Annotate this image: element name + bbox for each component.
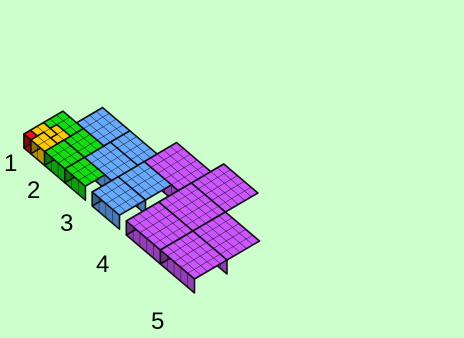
square-3c-gridline xyxy=(77,139,98,152)
square-5e-gridline xyxy=(212,219,247,249)
square-5f-gridline xyxy=(204,175,238,195)
square-5b-gridline xyxy=(165,188,199,209)
square-5a-gridline xyxy=(139,213,173,233)
square-5d-gridline xyxy=(173,242,207,262)
square-3b-gridline xyxy=(56,114,78,133)
square-5e-gridline xyxy=(199,226,234,257)
square-4c-gridline xyxy=(105,184,133,208)
square-4a-gridline xyxy=(97,149,125,174)
square-2a xyxy=(29,131,59,167)
square-1 xyxy=(23,129,39,155)
label-4: 4 xyxy=(96,251,109,278)
square-5e-gridline xyxy=(213,229,246,249)
square-5d-gridline xyxy=(187,253,221,274)
square-5c-gridline xyxy=(170,146,205,176)
square-5f-gridline xyxy=(197,178,233,209)
square-4e-gridline xyxy=(131,168,159,193)
square-5a-gridline xyxy=(139,213,174,243)
square-4a-gridline xyxy=(103,145,132,170)
square-5c-gridline xyxy=(150,157,185,188)
square-5b-gridline xyxy=(165,197,200,228)
labels-layer: 1 2 3 4 5 xyxy=(4,150,164,335)
square-5e-gridline xyxy=(199,217,233,238)
square-5b-gridline xyxy=(171,194,207,224)
square-4e-gridline xyxy=(137,165,166,189)
square-3d xyxy=(64,156,106,201)
square-5b-gridline xyxy=(184,186,220,217)
square-5e-gridline xyxy=(220,234,253,255)
square-5e-gridline xyxy=(205,223,241,253)
square-5f-gridline xyxy=(218,186,252,207)
square-4a-gridline xyxy=(104,159,132,176)
square-5b-gridline xyxy=(178,190,213,220)
square-5a-gridline xyxy=(146,219,180,239)
square-4b-gridline xyxy=(95,111,124,135)
square-5e-gridline xyxy=(218,215,254,246)
square-4d-gridline xyxy=(116,138,145,162)
square-5c-gridline xyxy=(157,153,191,174)
square-5a-gridline xyxy=(132,207,166,228)
square-5f-gridline xyxy=(197,169,231,190)
square-3d-gridline xyxy=(78,168,99,181)
square-5a-gridline xyxy=(153,224,187,245)
square-5f-gridline xyxy=(217,167,252,198)
square-4d-gridline xyxy=(123,134,151,159)
square-5c-gridline xyxy=(163,149,198,180)
square-5c-gridline xyxy=(157,153,192,184)
square-5f-gridline xyxy=(204,175,239,205)
square-5a-gridline xyxy=(152,205,187,236)
label-1: 1 xyxy=(4,150,17,177)
square-3d-gridline xyxy=(71,164,93,183)
square-1-top-face xyxy=(23,129,39,141)
square-5d-gridline xyxy=(180,248,214,268)
square-4c xyxy=(91,176,147,230)
square-2a-gridline xyxy=(37,135,52,148)
square-3a-gridline xyxy=(51,145,71,158)
square-5f-gridline xyxy=(210,171,246,201)
square-5a-gridline xyxy=(132,216,168,247)
square-5d xyxy=(159,230,228,294)
square-4b-gridline xyxy=(96,124,124,141)
square-3a xyxy=(43,139,86,184)
square-5b-gridline xyxy=(172,194,206,214)
square-5b-gridline xyxy=(179,200,212,220)
square-5d-gridline xyxy=(167,236,200,257)
square-3a-gridline xyxy=(57,151,78,164)
square-3a-gridline xyxy=(50,147,72,166)
tiles-layer xyxy=(23,106,261,294)
square-3d-gridline xyxy=(71,162,92,175)
square-3a-gridline xyxy=(57,143,79,162)
square-3d-gridline xyxy=(77,160,99,179)
square-4b-gridline xyxy=(89,114,118,139)
square-3c-gridline xyxy=(70,135,92,154)
square-5d-gridline xyxy=(186,234,221,265)
square-4c-gridline xyxy=(112,193,139,210)
square-5c-gridline xyxy=(150,148,184,168)
label-3: 3 xyxy=(60,210,73,237)
label-5: 5 xyxy=(151,308,164,335)
label-2: 2 xyxy=(27,177,40,204)
square-5b-gridline xyxy=(185,205,219,226)
square-5c-gridline xyxy=(171,165,205,186)
square-3c-gridline xyxy=(76,132,98,151)
square-4c-gridline xyxy=(111,180,140,205)
square-5f-gridline xyxy=(211,181,245,201)
square-5a-gridline xyxy=(145,209,181,239)
square-5d-top-face xyxy=(159,230,228,280)
square-5e-gridline xyxy=(206,223,240,243)
square-5d-gridline xyxy=(166,245,202,276)
square-5d-gridline xyxy=(179,238,215,268)
square-5d-gridline xyxy=(173,242,208,272)
square-5c-gridline xyxy=(164,159,198,180)
square-4e-gridline xyxy=(138,178,165,195)
square-3c-gridline xyxy=(70,134,91,147)
